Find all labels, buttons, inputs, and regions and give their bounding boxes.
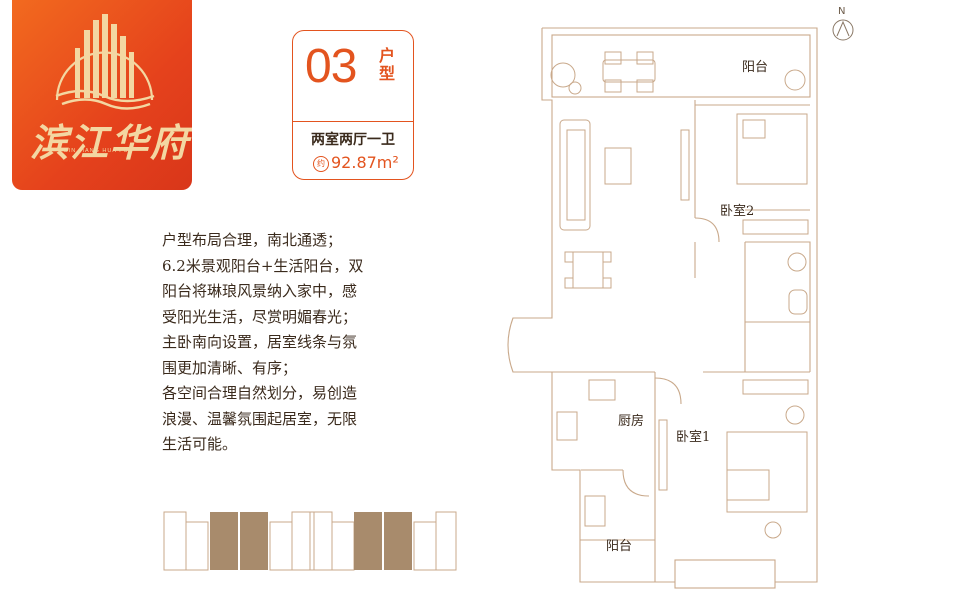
room-label-balcony: 阳台 [606, 539, 633, 554]
description-line: 户型布局合理，南北通透； [162, 231, 343, 249]
area-value: 92.87m² [331, 153, 399, 172]
brand-logo: 滨江华府 BIN JIANG HUA FU [12, 0, 192, 190]
description-line: 受阳光生活，尽赏明媚春光； [162, 307, 358, 326]
room-label-kitchen: 厨房 [618, 414, 645, 429]
unit-label: 户型 [379, 46, 396, 83]
description-line: 生活可能。 [162, 435, 238, 453]
description-line: 围更加清晰、有序； [162, 358, 298, 377]
room-label-bedroom2: 卧室2 [720, 204, 755, 219]
description-line: 6.2米景观阳台+生活阳台，双 [162, 256, 364, 275]
room-label-bedroom1: 卧室1 [676, 430, 711, 445]
brand-pinyin: BIN JIANG HUA FU [64, 148, 129, 154]
floor-plan [507, 27, 818, 589]
badge-divider [293, 121, 413, 122]
north-label: N [838, 6, 846, 17]
north-indicator: N [828, 6, 858, 44]
building-emblem-icon [55, 14, 155, 110]
description-line: 各空间合理自然划分，易创造 [162, 384, 358, 402]
unit-description: 户型布局合理，南北通透； 6.2米景观阳台+生活阳台，双 阳台将琳琅风景纳入家中… [162, 228, 422, 458]
area-prefix: 约 [313, 155, 329, 172]
building-key-plan [163, 511, 457, 571]
brand-name: 滨江华府 [30, 120, 191, 165]
compass-icon [832, 19, 854, 41]
description-line: 浪漫、温馨氛围起居室，无限 [162, 409, 358, 428]
description-line: 主卧南向设置，居室线条与氛 [162, 333, 358, 351]
highlighted-units [210, 512, 412, 570]
unit-layout: 两室两厅一卫 [311, 132, 395, 148]
room-label-balcony: 阳台 [742, 60, 769, 75]
unit-number: 03 [305, 40, 357, 93]
description-line: 阳台将琳琅风景纳入家中，感 [162, 282, 358, 300]
